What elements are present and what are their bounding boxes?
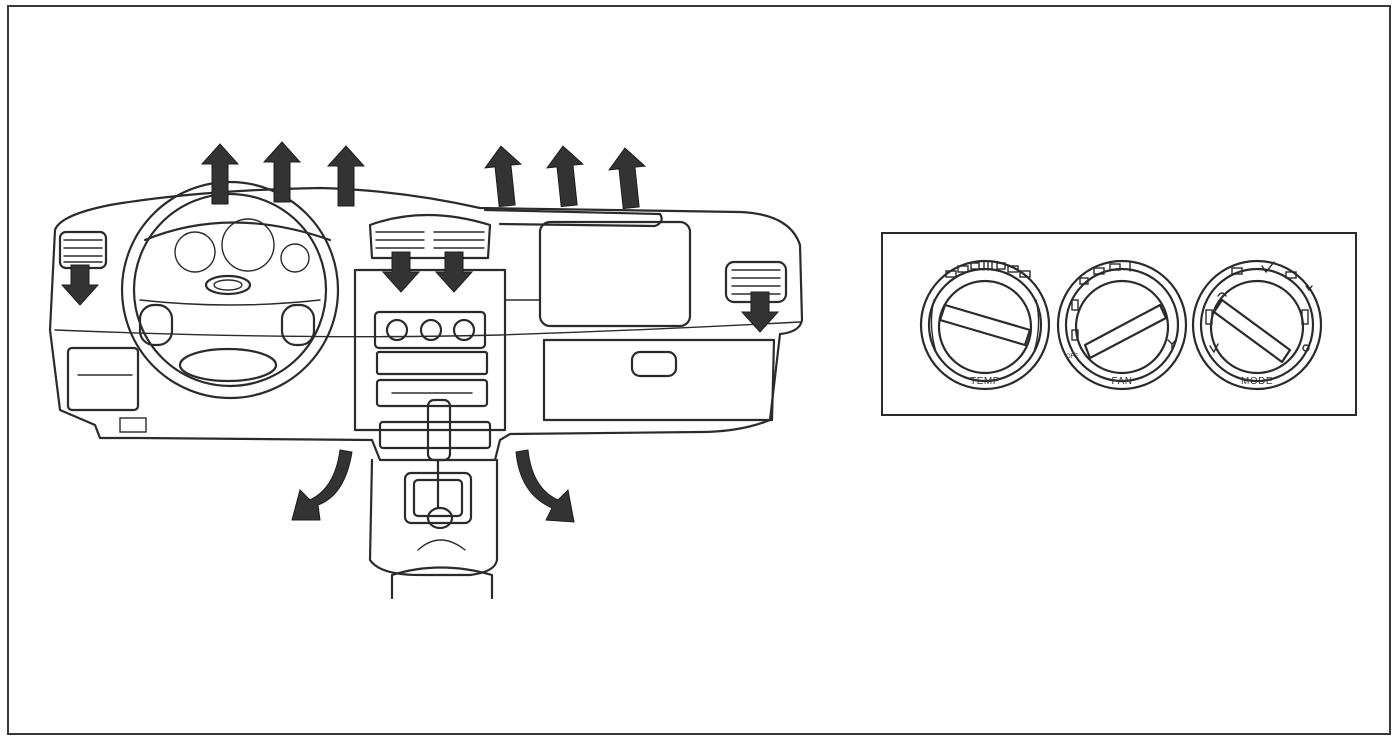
figure-frame	[7, 5, 1391, 735]
up-airflow-arrow-icon	[482, 143, 526, 209]
up-airflow-arrow-icon	[544, 143, 588, 209]
fan-knob[interactable]: OFF FAN	[1056, 259, 1188, 391]
dashboard	[48, 180, 804, 600]
glove-box	[538, 220, 776, 422]
airflow-arrows	[61, 141, 779, 523]
temp-knob[interactable]: TEMP	[919, 259, 1051, 391]
footwell-arrow-icon	[291, 449, 353, 521]
down-airflow-arrow-icon	[741, 291, 779, 333]
center-console	[353, 268, 507, 600]
up-airflow-arrow-icon	[327, 145, 365, 207]
temp-label: TEMP	[970, 376, 1000, 387]
fan-off-label: OFF	[1066, 354, 1078, 360]
mode-label: MODE	[1241, 376, 1273, 387]
mode-knob[interactable]: MODE	[1191, 259, 1323, 391]
left-side-vent	[58, 230, 108, 270]
fan-label: FAN	[1112, 376, 1133, 387]
up-airflow-arrow-icon	[606, 145, 650, 211]
footwell-arrow-icon	[515, 449, 575, 523]
storage-pocket	[66, 346, 140, 412]
gear-shift-icon	[417, 398, 466, 551]
steering-wheel-icon	[120, 180, 340, 400]
up-airflow-arrow-icon	[263, 141, 301, 203]
down-airflow-arrow-icon	[61, 264, 99, 306]
fan-icon	[1167, 339, 1177, 350]
climate-control-panel: TEMP OFF FAN	[881, 232, 1357, 416]
center-vents	[368, 213, 492, 260]
